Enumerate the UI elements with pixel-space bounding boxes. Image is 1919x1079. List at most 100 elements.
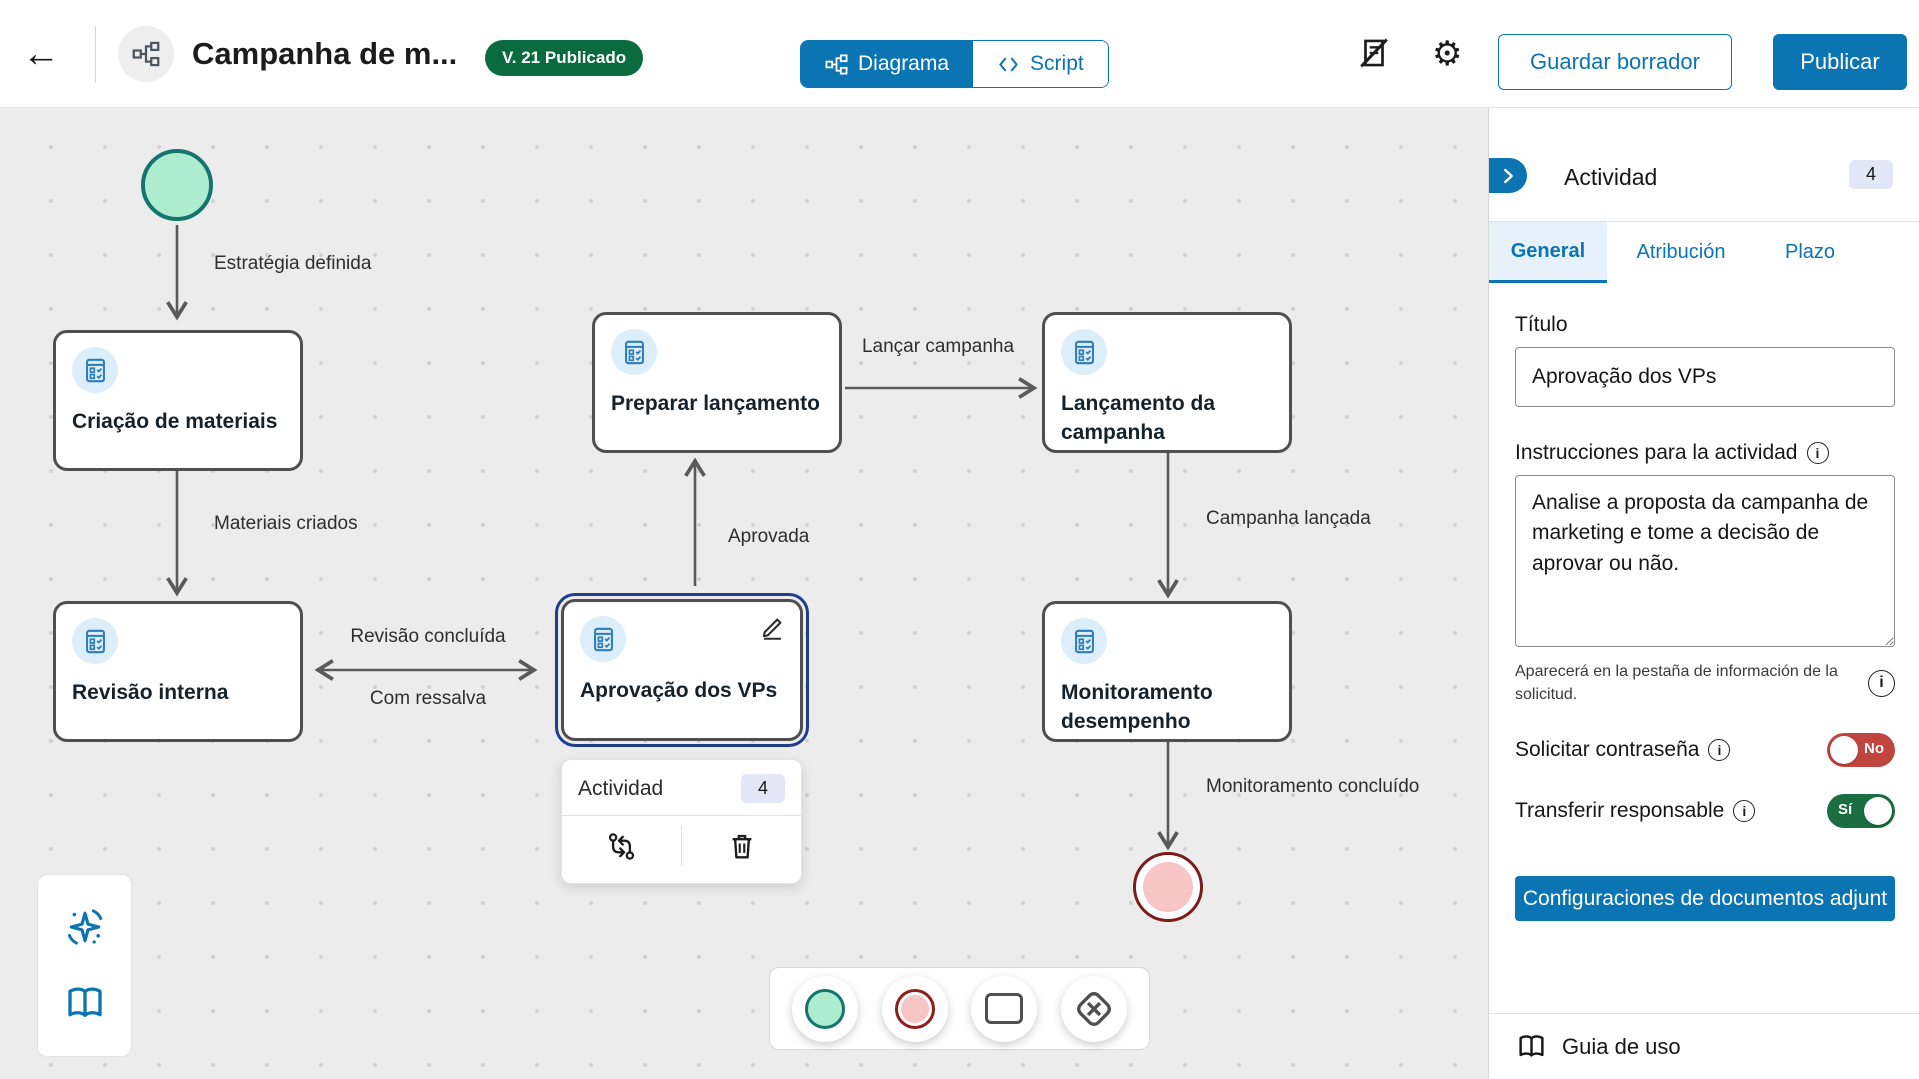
node-label: Monitoramento desempenho [1061, 681, 1213, 733]
header-divider [95, 26, 96, 82]
activity-node-monitoramento[interactable]: Monitoramento desempenho [1042, 601, 1292, 742]
workflow-icon [132, 40, 160, 68]
activity-node-revisao[interactable]: Revisão interna [53, 601, 303, 742]
edge-label: Revisão concluída [350, 626, 506, 647]
chevron-right-icon [1497, 165, 1519, 187]
node-count-badge: 4 [740, 774, 785, 803]
save-draft-button[interactable]: Guardar borrador [1498, 34, 1732, 90]
end-event-inner [1143, 862, 1193, 912]
notes-disabled-icon [1357, 36, 1391, 70]
edge-label: Com ressalva [369, 688, 487, 709]
instructions-helper-text: Aparecerá en la pestaña de información d… [1515, 663, 1838, 704]
instructions-label: Instrucciones para la actividad [1515, 441, 1798, 464]
gateway-icon [1073, 988, 1115, 1030]
node-type-label: Actividad [578, 776, 664, 800]
activity-node-aprovacao-selected[interactable]: Aprovação dos VPs [555, 593, 809, 747]
activity-node-preparar[interactable]: Preparar lançamento [592, 312, 842, 453]
edge-label: Estratégia definida [214, 253, 372, 274]
back-button[interactable]: ← [22, 33, 60, 75]
info-icon[interactable]: i [1708, 739, 1731, 762]
tab-atribucion[interactable]: Atribución [1607, 222, 1755, 283]
sidebar-count-badge: 4 [1848, 160, 1893, 189]
node-label: Preparar lançamento [611, 392, 820, 415]
palette-gateway[interactable] [1061, 975, 1128, 1042]
usage-guide-link[interactable]: Guia de uso [1489, 1013, 1919, 1079]
tab-script-label: Script [1030, 52, 1084, 75]
title-input[interactable] [1515, 347, 1895, 407]
password-toggle[interactable]: No [1827, 733, 1895, 768]
header: ← Campanha de m... V. 21 Publicado Diagr… [0, 0, 1919, 108]
tab-diagram[interactable]: Diagrama [801, 41, 974, 87]
settings-button[interactable]: ⚙ [1432, 36, 1462, 72]
toggle-state: Sí [1838, 801, 1853, 819]
task-icon [611, 329, 657, 375]
password-toggle-label: Solicitar contraseña [1515, 738, 1700, 762]
activity-node-criacao[interactable]: Criação de materiais [53, 330, 303, 471]
node-label: Lançamento da campanha [1061, 392, 1216, 444]
task-icon [580, 616, 626, 662]
task-icon [72, 618, 118, 664]
publish-button[interactable]: Publicar [1773, 34, 1907, 90]
notes-disabled-button[interactable] [1357, 36, 1391, 73]
diagram-canvas[interactable]: Estratégia definida Materiais criados Re… [0, 108, 1488, 1079]
end-event-icon [894, 988, 935, 1029]
node-label: Aprovação dos VPs [580, 679, 778, 702]
task-icon [72, 347, 118, 393]
instructions-textarea[interactable]: Analise a proposta da campanha de market… [1515, 475, 1895, 647]
guide-button[interactable] [65, 983, 105, 1026]
palette-activity[interactable] [971, 975, 1038, 1042]
tab-diagram-label: Diagrama [858, 52, 950, 75]
diagram-icon [825, 53, 848, 76]
transfer-toggle-label: Transferir responsable [1515, 799, 1725, 823]
node-context-menu: Actividad 4 [561, 759, 802, 884]
version-badge: V. 21 Publicado [485, 40, 644, 76]
page-title: Campanha de m... [192, 36, 458, 71]
transfer-toggle[interactable]: Sí [1827, 794, 1895, 829]
edit-node-button[interactable] [759, 614, 786, 644]
branch-icon [606, 831, 637, 862]
activity-node-lancamento[interactable]: Lançamento da campanha [1042, 312, 1292, 453]
info-icon[interactable]: i [1868, 669, 1895, 697]
edge-label: Materiais criados [214, 513, 358, 534]
menu-vertical-divider [681, 826, 682, 866]
trash-icon [727, 831, 757, 861]
edge-label: Monitoramento concluído [1206, 776, 1420, 797]
task-icon [1061, 618, 1107, 664]
gear-icon: ⚙ [1432, 34, 1463, 74]
sidebar-tabs: General Atribución Plazo [1489, 222, 1919, 283]
shape-palette [769, 967, 1150, 1050]
tab-script[interactable]: Script [973, 41, 1108, 87]
palette-end-event[interactable] [881, 975, 948, 1042]
assist-panel [37, 874, 132, 1057]
node-label: Criação de materiais [72, 410, 278, 433]
usage-guide-label: Guia de uso [1562, 1033, 1681, 1059]
attachments-settings-button[interactable]: Configuraciones de documentos adjunt [1515, 876, 1895, 922]
book-icon [1517, 1032, 1546, 1061]
delete-node-button[interactable] [682, 816, 801, 876]
info-icon[interactable]: i [1733, 800, 1756, 823]
sidebar-header: Actividad 4 [1489, 108, 1919, 222]
toggle-state: No [1864, 740, 1884, 758]
edge-label: Lançar campanha [861, 336, 1015, 357]
node-label: Revisão interna [72, 681, 229, 704]
activity-icon [985, 993, 1024, 1024]
edge-label: Aprovada [728, 526, 810, 547]
workflow-avatar [118, 26, 174, 82]
menu-divider [562, 815, 801, 816]
pencil-icon [759, 614, 786, 641]
tab-plazo[interactable]: Plazo [1755, 222, 1865, 283]
start-event-node[interactable] [141, 149, 213, 221]
collapse-sidebar-button[interactable] [1489, 158, 1527, 193]
reroute-connections-button[interactable] [562, 816, 681, 876]
tab-general[interactable]: General [1489, 222, 1607, 283]
book-icon [65, 983, 105, 1023]
sparkle-icon [63, 905, 107, 949]
code-icon [997, 53, 1020, 76]
toggle-knob [1864, 797, 1892, 826]
palette-start-event[interactable] [791, 975, 858, 1042]
ai-assistant-button[interactable] [63, 905, 107, 952]
info-icon[interactable]: i [1806, 442, 1829, 464]
properties-sidebar: Actividad 4 General Atribución Plazo Tít… [1488, 108, 1919, 1079]
end-event-node[interactable] [1133, 852, 1203, 922]
